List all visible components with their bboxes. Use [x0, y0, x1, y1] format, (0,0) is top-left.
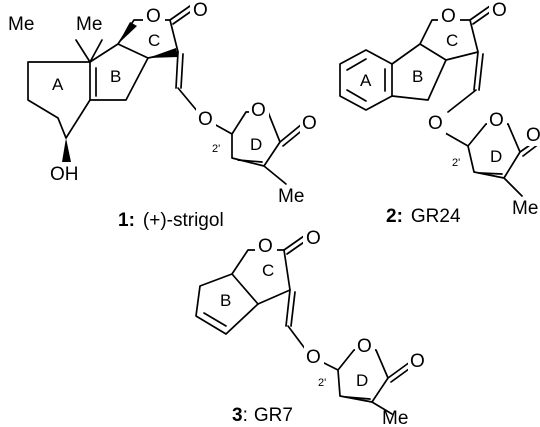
compound-2-ring-label-d: D [490, 147, 502, 166]
compound-1-d-carbonyl-bond [279, 123, 303, 143]
compound-1-number: 1 [118, 210, 129, 231]
compound-2-ring-label-c: C [446, 31, 458, 50]
compound-1-carbonyl-bond [169, 5, 191, 21]
compound-2-ether-oxygen: O [428, 113, 443, 134]
compound-2-carbonyl-bond [469, 5, 491, 21]
compound-2-exocyclic-double-bond-2 [478, 53, 484, 91]
compound-2-separator: : [397, 206, 403, 227]
compound-1-methyl-label-left: Me [8, 14, 34, 35]
compound-3-ring-label-b: B [220, 291, 231, 310]
compound-2-ring-d-oxygen: O [489, 110, 504, 131]
compound-3-number: 3 [232, 405, 243, 426]
compound-1-exocyclic-double-bond [175, 51, 179, 89]
compound-1-hydroxyl-label: OH [50, 164, 79, 185]
compound-1-ring-label-d: D [250, 135, 262, 154]
compound-1-wedge-bond-c8b [118, 22, 137, 44]
compound-1-ether-oxygen: O [198, 109, 213, 130]
compound-3-methyl-bond [371, 401, 393, 415]
compound-3-carbonyl-bond [283, 235, 305, 251]
compound-2-ring-d-double-bond [479, 172, 503, 175]
compound-1-separator: : [129, 210, 135, 231]
compound-3-exocyclic-double-bond-2 [290, 291, 296, 327]
compound-1-d-carbonyl-oxygen: O [302, 113, 317, 134]
compound-3-vinyl-bond [287, 325, 307, 351]
compound-1-carbonyl-bond-2 [172, 9, 194, 25]
compound-1-wedge-bond-oh [62, 138, 71, 162]
compound-3-lactone-oxygen: O [258, 236, 273, 257]
compound-1-lactone-oxygen: O [146, 6, 161, 27]
compound-3-ether-bond [321, 361, 339, 371]
compound-1-methyl-label-right: Me [76, 14, 102, 35]
compound-1-ring-label-a: A [52, 75, 64, 94]
compound-1-methyl-bond-left [75, 39, 91, 63]
compound-3-ring-c [231, 249, 291, 305]
compound-2-number: 2 [386, 206, 397, 227]
compound-2-stereo-label: 2' [452, 157, 460, 169]
compound-3-d-carbonyl-oxygen: O [410, 351, 425, 372]
compound-3-ring-b [195, 273, 259, 335]
compound-2-exocyclic-double-bond [473, 51, 479, 91]
compound-1-vinyl-bond [177, 87, 199, 113]
compound-1-ether-bond [213, 123, 233, 135]
compound-1-structure: Me Me O O O O O OH Me A B C D 2' 1: (+)-s… [4, 0, 322, 231]
compound-3-ring-d-double-bond [345, 396, 371, 400]
compound-1-methyl-bond-right [89, 39, 103, 63]
compound-3-ring-d-oxygen: O [357, 336, 372, 357]
compound-3-carbonyl-oxygen: O [306, 228, 321, 249]
compound-1-methyl-label-d: Me [278, 186, 304, 207]
compound-1-caption: 1: (+)-strigol [118, 210, 224, 231]
compound-3-ring-label-c: C [262, 261, 274, 280]
compound-3-name: GR7 [254, 405, 293, 426]
compound-2-d-carbonyl-oxygen: O [526, 125, 540, 146]
compound-1-name: (+)-strigol [143, 210, 224, 231]
compound-3-exocyclic-double-bond [285, 289, 291, 327]
compound-2-methyl-bond [503, 177, 523, 197]
compound-2-ring-a-double-bond-1 [346, 58, 367, 71]
compound-1-ring-d-double-bond [237, 159, 263, 163]
compound-1-ring-a [27, 61, 91, 139]
compound-2-ring-label-b: B [412, 67, 423, 86]
compound-3-structure: O O O O O Me B C D 2' 3: GR7 [195, 228, 430, 427]
compound-3-separator: : [243, 405, 248, 426]
compound-1-carbonyl-oxygen: O [193, 0, 208, 21]
compound-1-exocyclic-double-bond-2 [180, 53, 184, 89]
compound-3-methyl-label-d: Me [382, 408, 408, 427]
compound-2-ring-label-a: A [360, 71, 372, 90]
compound-1-ring-label-c: C [148, 31, 160, 50]
compound-2-ring-a-double-bond-3 [346, 89, 367, 102]
compound-2-caption: 2: GR24 [386, 206, 461, 227]
compound-1-ring-d-oxygen: O [251, 100, 266, 121]
compound-2-name: GR24 [411, 206, 461, 227]
compound-1-methyl-bond [263, 165, 287, 185]
compound-2-structure: O O O O O Me A B C D 2' 2: GR24 [339, 0, 540, 227]
compound-2-methyl-label-d: Me [512, 198, 538, 219]
compound-3-caption: 3: GR7 [232, 405, 293, 426]
compound-2-lactone-oxygen: O [441, 6, 456, 27]
compound-3-ring-label-d: D [356, 371, 368, 390]
compound-1-wedge-bond-c3a [148, 48, 178, 58]
compound-3-d-carbonyl-bond [387, 361, 411, 379]
compound-2-carbonyl-oxygen: O [492, 0, 507, 21]
compound-3-ring-b-double-bond [203, 312, 227, 327]
compound-3-stereo-label: 2' [318, 377, 326, 389]
compound-1-ring-label-b: B [110, 67, 121, 86]
compound-2-vinyl-bond [447, 89, 477, 113]
compound-1-stereo-label: 2' [212, 143, 220, 155]
compound-3-ether-oxygen: O [306, 347, 321, 368]
